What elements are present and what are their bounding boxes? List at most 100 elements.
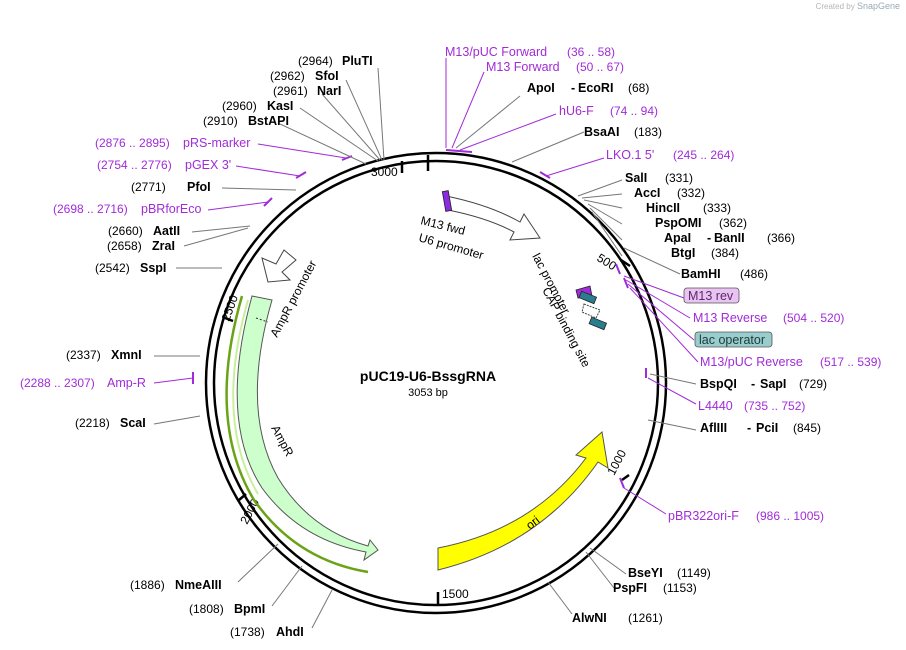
enzyme-sapi-pos: (729) [799, 377, 827, 391]
enzyme-zrai[interactable]: ZraI [152, 239, 175, 253]
primer-m13puc-reverse-range: (517 .. 539) [820, 355, 881, 369]
cap-site-marker[interactable] [588, 316, 608, 331]
enzyme-acci[interactable]: AccI [634, 186, 660, 200]
enzyme-bamhi[interactable]: BamHI [681, 267, 721, 281]
enzyme-hincii-pos: (333) [703, 201, 731, 215]
snapgene-logo: SnapGene [856, 1, 900, 11]
primer-m13-forward-range: (50 .. 67) [576, 60, 624, 74]
enzyme-kasi[interactable]: KasI [267, 99, 293, 113]
ampr-outline [225, 295, 369, 574]
enzyme-banii[interactable]: BanII [714, 231, 745, 245]
tick-label-2000: 2000 [237, 496, 262, 526]
enzyme-nari-pos: (2961) [273, 84, 308, 98]
enzyme-nari[interactable]: NarI [317, 84, 341, 98]
enzyme-sali-pos: (331) [665, 171, 693, 185]
primer-pbr322ori-f[interactable]: pBR322ori-F [668, 509, 739, 523]
enzyme-pluti-pos: (2964) [298, 54, 333, 68]
enzyme-apai[interactable]: ApaI [664, 231, 691, 245]
enzyme-pfoi-pos: (2771) [131, 180, 166, 194]
primer-m13puc-reverse[interactable]: M13/pUC Reverse [700, 355, 803, 369]
primer-hu6-f-range: (74 .. 94) [610, 104, 658, 118]
primer-hu6-f[interactable]: hU6-F [559, 104, 594, 118]
primer-m13-reverse[interactable]: M13 Reverse [693, 311, 767, 325]
plasmid-length: 3053 bp [408, 387, 448, 399]
enzyme-xmni[interactable]: XmnI [111, 348, 142, 362]
lac-operator-marker[interactable] [578, 290, 598, 305]
primer-pbrforeco[interactable]: pBRforEco [141, 202, 201, 216]
enzyme-zrai-pos: (2658) [107, 239, 142, 253]
enzyme-sspi-pos: (2542) [95, 261, 130, 275]
primer-l4440-range: (735 .. 752) [744, 399, 805, 413]
primer-m13-forward[interactable]: M13 Forward [486, 60, 560, 74]
primer-lko1-5[interactable]: LKO.1 5' [606, 148, 654, 162]
enzyme-pspomi[interactable]: PspOMI [655, 216, 702, 230]
enzyme-banii-sep: - [707, 231, 711, 245]
enzyme-afliii[interactable]: AflIII [700, 421, 727, 435]
enzyme-sspi[interactable]: SspI [140, 261, 166, 275]
enzyme-bstapi[interactable]: BstAPI [248, 114, 289, 128]
m13-fwd-marker[interactable] [441, 190, 453, 212]
enzyme-bpmi[interactable]: BpmI [234, 602, 265, 616]
primer-m13puc-forward[interactable]: M13/pUC Forward [445, 45, 547, 59]
enzyme-nmeaiii[interactable]: NmeAIII [175, 578, 222, 592]
enzyme-sapi-sep: - [751, 377, 755, 391]
enzyme-bpmi-pos: (1808) [189, 602, 224, 616]
enzyme-apoi[interactable]: ApoI [527, 81, 555, 95]
enzyme-ahdi-pos: (1738) [230, 625, 265, 639]
enzyme-btgi-pos: (384) [711, 246, 739, 260]
enzyme-banii-pos: (366) [767, 231, 795, 245]
major-ticks [224, 155, 631, 606]
enzyme-ecori-sep: - [571, 81, 575, 95]
primer-leader-lines [153, 58, 699, 515]
right-enzymes: ApoI - EcoRI (68) BsaAI (183) SalI (331)… [527, 81, 827, 625]
ampr-highlight [232, 299, 259, 495]
snapgene-credit: Created by SnapGene [816, 1, 900, 11]
enzyme-pluti[interactable]: PluTI [342, 54, 373, 68]
right-leader-lines [455, 95, 697, 615]
enzyme-bsaai-pos: (183) [634, 125, 662, 139]
primer-amp-r[interactable]: Amp-R [107, 376, 146, 390]
enzyme-pcii-sep: - [747, 421, 751, 435]
enzyme-nmeaiii-pos: (1886) [130, 578, 165, 592]
enzyme-pcii[interactable]: PciI [756, 421, 778, 435]
enzyme-ecori-pos: (68) [628, 81, 649, 95]
primer-labels: M13/pUC Forward (36 .. 58) M13 Forward (… [20, 45, 881, 523]
tick-label-1500: 1500 [442, 587, 469, 601]
enzyme-ecori[interactable]: EcoRI [578, 81, 613, 95]
primer-prs-marker-range: (2876 .. 2895) [95, 136, 170, 150]
enzyme-bspqi[interactable]: BspQI [700, 377, 737, 391]
primer-m13-rev[interactable]: M13 rev [688, 289, 734, 303]
primer-l4440[interactable]: L4440 [698, 399, 733, 413]
enzyme-alwni[interactable]: AlwNI [572, 611, 607, 625]
enzyme-bsaai[interactable]: BsaAI [584, 125, 619, 139]
primer-lko1-5-range: (245 .. 264) [673, 148, 734, 162]
lac-promoter-arrow[interactable] [581, 303, 601, 319]
enzyme-hincii[interactable]: HincII [646, 201, 680, 215]
enzyme-pfoi[interactable]: PfoI [187, 180, 211, 194]
primer-prs-marker[interactable]: pRS-marker [183, 136, 250, 150]
ampr-arrow[interactable] [236, 295, 379, 562]
primer-pgex3-range: (2754 .. 2776) [97, 158, 172, 172]
ori-arrow[interactable] [437, 431, 609, 571]
enzyme-pspfi[interactable]: PspFI [613, 581, 647, 595]
feature-lac-operator[interactable]: lac operator [699, 333, 765, 347]
enzyme-sali[interactable]: SalI [625, 171, 647, 185]
enzyme-bseyi[interactable]: BseYI [628, 566, 663, 580]
enzyme-btgi[interactable]: BtgI [671, 246, 695, 260]
enzyme-pspomi-pos: (362) [719, 216, 747, 230]
enzyme-sapi[interactable]: SapI [760, 377, 786, 391]
enzyme-aatii[interactable]: AatII [153, 224, 180, 238]
m13-rev-box [683, 287, 740, 304]
enzyme-ahdi[interactable]: AhdI [276, 625, 304, 639]
enzyme-scai[interactable]: ScaI [120, 416, 146, 430]
tick-label-1000: 1000 [604, 447, 629, 477]
enzyme-sfoi-pos: (2962) [270, 69, 305, 83]
enzyme-acci-pos: (332) [677, 186, 705, 200]
left-enzymes: (2964) PluTI (2962) SfoI (2961) NarI (29… [66, 54, 373, 639]
ampr-promoter-arrow[interactable] [261, 249, 297, 283]
primer-pgex3[interactable]: pGEX 3' [185, 158, 231, 172]
tick-label-3000: 3000 [371, 165, 398, 179]
enzyme-sfoi[interactable]: SfoI [315, 69, 339, 83]
u6-promoter-arrow[interactable] [445, 195, 541, 241]
enzyme-pspfi-pos: (1153) [663, 581, 697, 595]
